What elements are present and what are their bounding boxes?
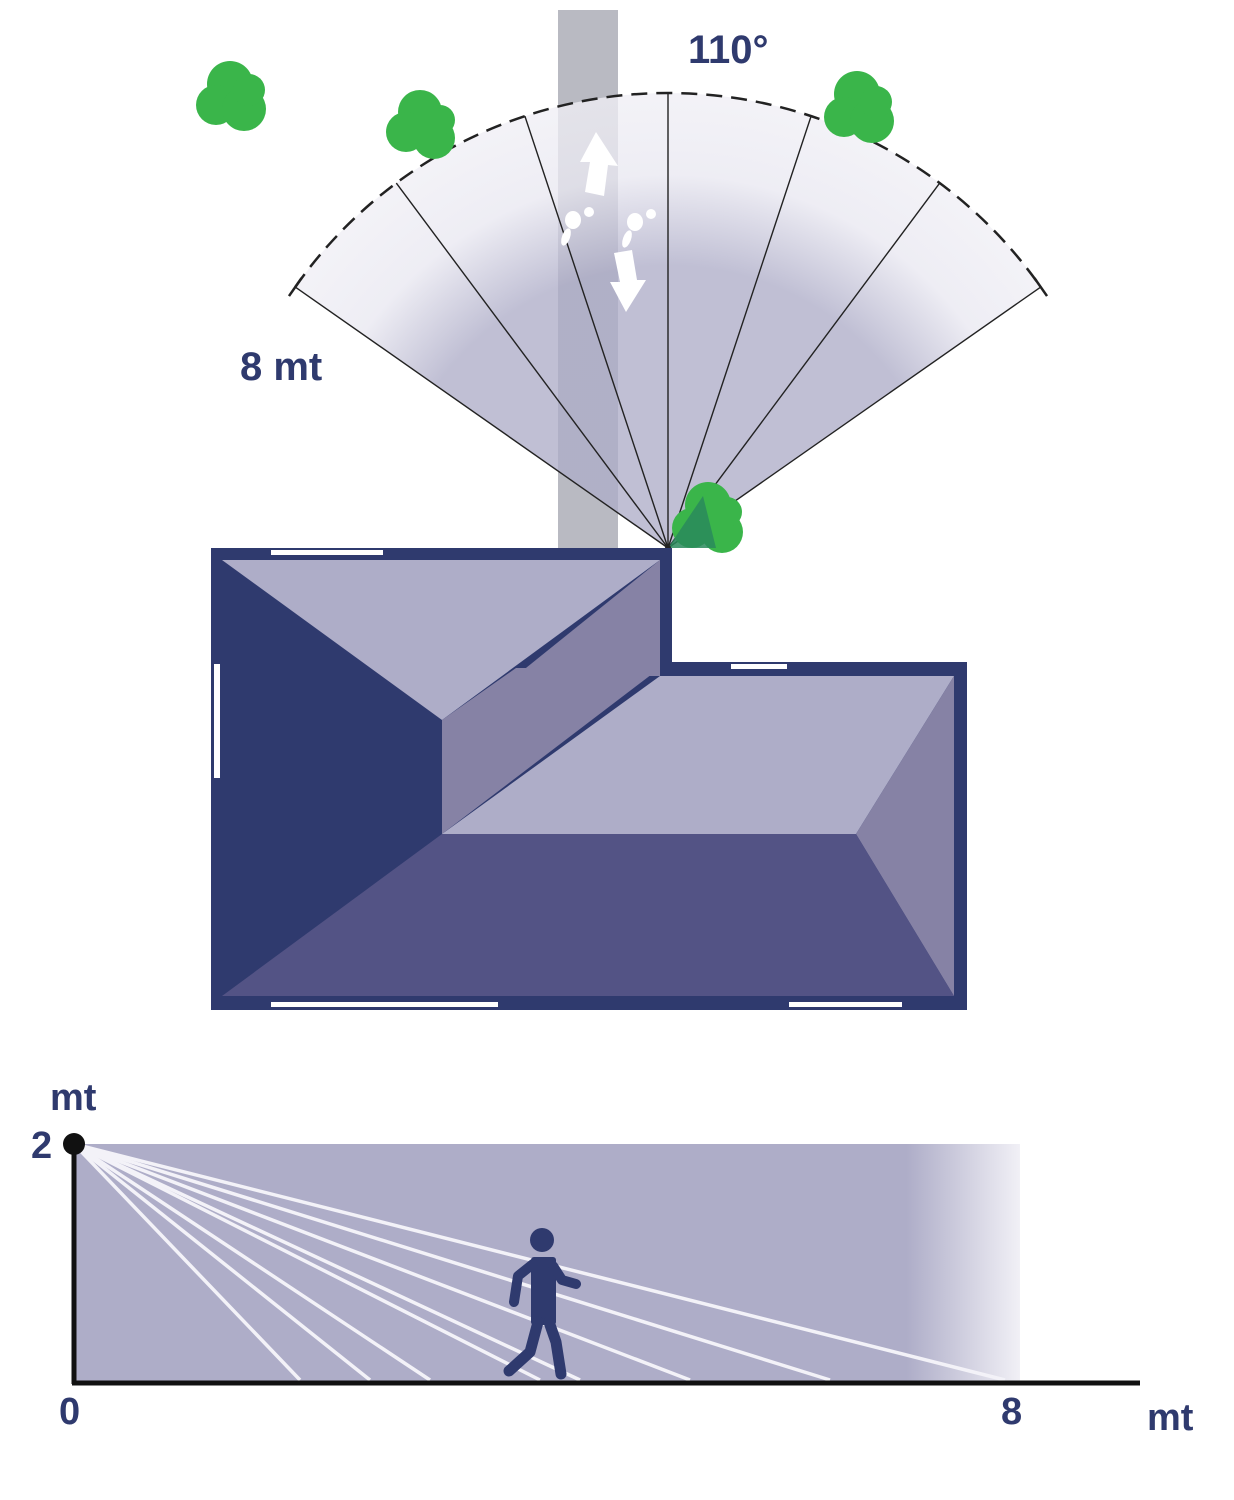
window-gaps (214, 550, 902, 1007)
roof-facet (516, 560, 660, 676)
detection-ray (524, 115, 669, 549)
x-max-label: 8 (1001, 1391, 1022, 1433)
footprints-icon (561, 207, 656, 248)
side-ray (73, 1142, 431, 1382)
arrow-down-icon (610, 250, 646, 312)
origin-label: 0 (59, 1391, 80, 1433)
side-ray (73, 1142, 581, 1382)
tree-icon (668, 482, 743, 553)
side-ray (73, 1142, 541, 1382)
roof-facet (442, 668, 660, 834)
arrow-up-icon (580, 132, 618, 196)
movement-arrows (561, 132, 656, 312)
side-sensor-point (63, 1133, 85, 1155)
angle-label: 110° (688, 28, 769, 72)
tree-icon (824, 71, 894, 143)
tree-icon (196, 61, 266, 131)
detection-ray (667, 115, 812, 549)
y-max-label: 2 (31, 1125, 52, 1167)
walking-person-icon (503, 1228, 581, 1380)
tree-icon (386, 90, 455, 159)
detection-range-arc (294, 91, 1042, 288)
range-tick-right (1033, 277, 1049, 297)
side-ray (72, 1142, 372, 1382)
side-detection-rays (72, 1142, 1006, 1382)
detection-ray (395, 182, 669, 549)
side-ray (73, 1142, 831, 1382)
detection-fan (287, 91, 1049, 549)
building-roof-plan (211, 548, 967, 1010)
roof-facet (856, 676, 954, 996)
roof-facet (222, 834, 954, 996)
y-unit-label: mt (50, 1077, 97, 1119)
roof-facet (222, 560, 660, 720)
range-tick-left (287, 277, 303, 297)
side-ray (72, 1142, 302, 1382)
side-view-chart (63, 1133, 1140, 1386)
detection-ray (294, 286, 669, 549)
side-ray (73, 1142, 691, 1382)
x-unit-label: mt (1147, 1397, 1194, 1439)
roof-facet (442, 676, 954, 834)
range-label: 8 mt (240, 345, 322, 389)
